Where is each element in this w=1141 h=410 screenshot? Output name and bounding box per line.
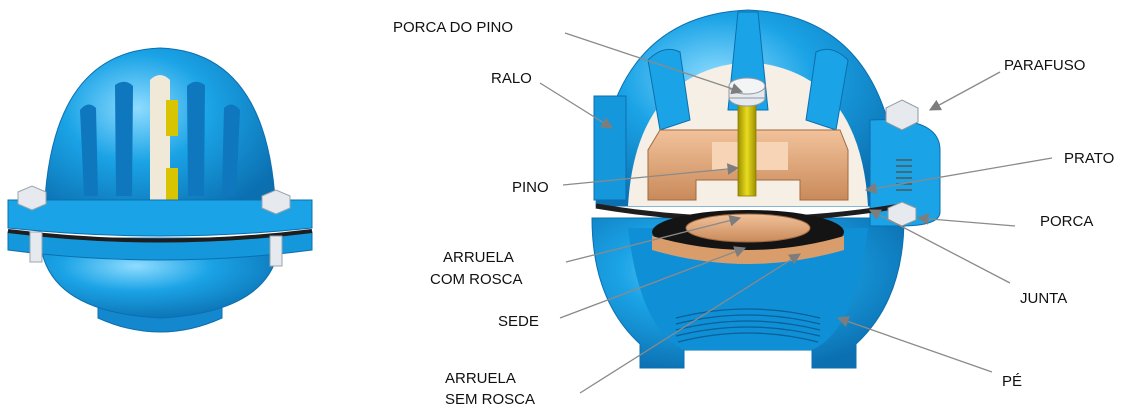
leader-junta (868, 209, 1011, 284)
cutaway-valve-view (591, 9, 941, 369)
cutaway-stud (896, 159, 912, 191)
leader-ralo (539, 82, 613, 129)
label-arruela-com-rosca-line2: COM ROSCA (430, 271, 523, 288)
label-junta: JUNTA (1020, 290, 1067, 307)
exterior-flange (7, 199, 313, 237)
label-arruela-sem-rosca-line2: SEM ROSCA (445, 391, 535, 408)
cutaway-pin (737, 99, 757, 197)
exterior-valve-view (7, 47, 313, 333)
part-labels: PORCA DO PINO RALO PINO ARRUELA COM ROSC… (393, 19, 1114, 408)
leader-lines (539, 32, 1053, 394)
exterior-bolts (17, 185, 291, 267)
label-sede: SEDE (498, 313, 539, 330)
leader-porca (916, 213, 1016, 227)
label-pino: PINO (512, 179, 549, 196)
exterior-gasket (7, 229, 313, 243)
label-parafuso: PARAFUSO (1004, 57, 1085, 74)
leader-pe (836, 315, 993, 373)
label-arruela-com-rosca-line1: ARRUELA (443, 249, 514, 266)
cutaway-left-flange (593, 95, 627, 201)
leader-parafuso (928, 71, 1001, 111)
leader-arruela-com-rosca (565, 214, 742, 263)
leader-arruela-sem-rosca (579, 253, 801, 394)
leader-prato (864, 157, 1053, 194)
label-porca-do-pino: PORCA DO PINO (393, 19, 513, 36)
cutaway-washer-threaded (685, 213, 811, 243)
label-arruela-sem-rosca-line1: ARRUELA (445, 370, 516, 387)
label-prato: PRATO (1064, 150, 1114, 167)
leader-pino (562, 163, 740, 186)
label-pe: PÉ (1002, 373, 1022, 390)
cutaway-threads (675, 308, 821, 343)
cutaway-bolt (885, 99, 919, 227)
label-porca: PORCA (1040, 213, 1093, 230)
leader-porca-do-pino (564, 32, 744, 95)
exterior-dome-slots (80, 75, 240, 204)
cutaway-pin-nut (728, 77, 766, 107)
leader-sede (559, 246, 747, 319)
label-ralo: RALO (491, 70, 532, 87)
